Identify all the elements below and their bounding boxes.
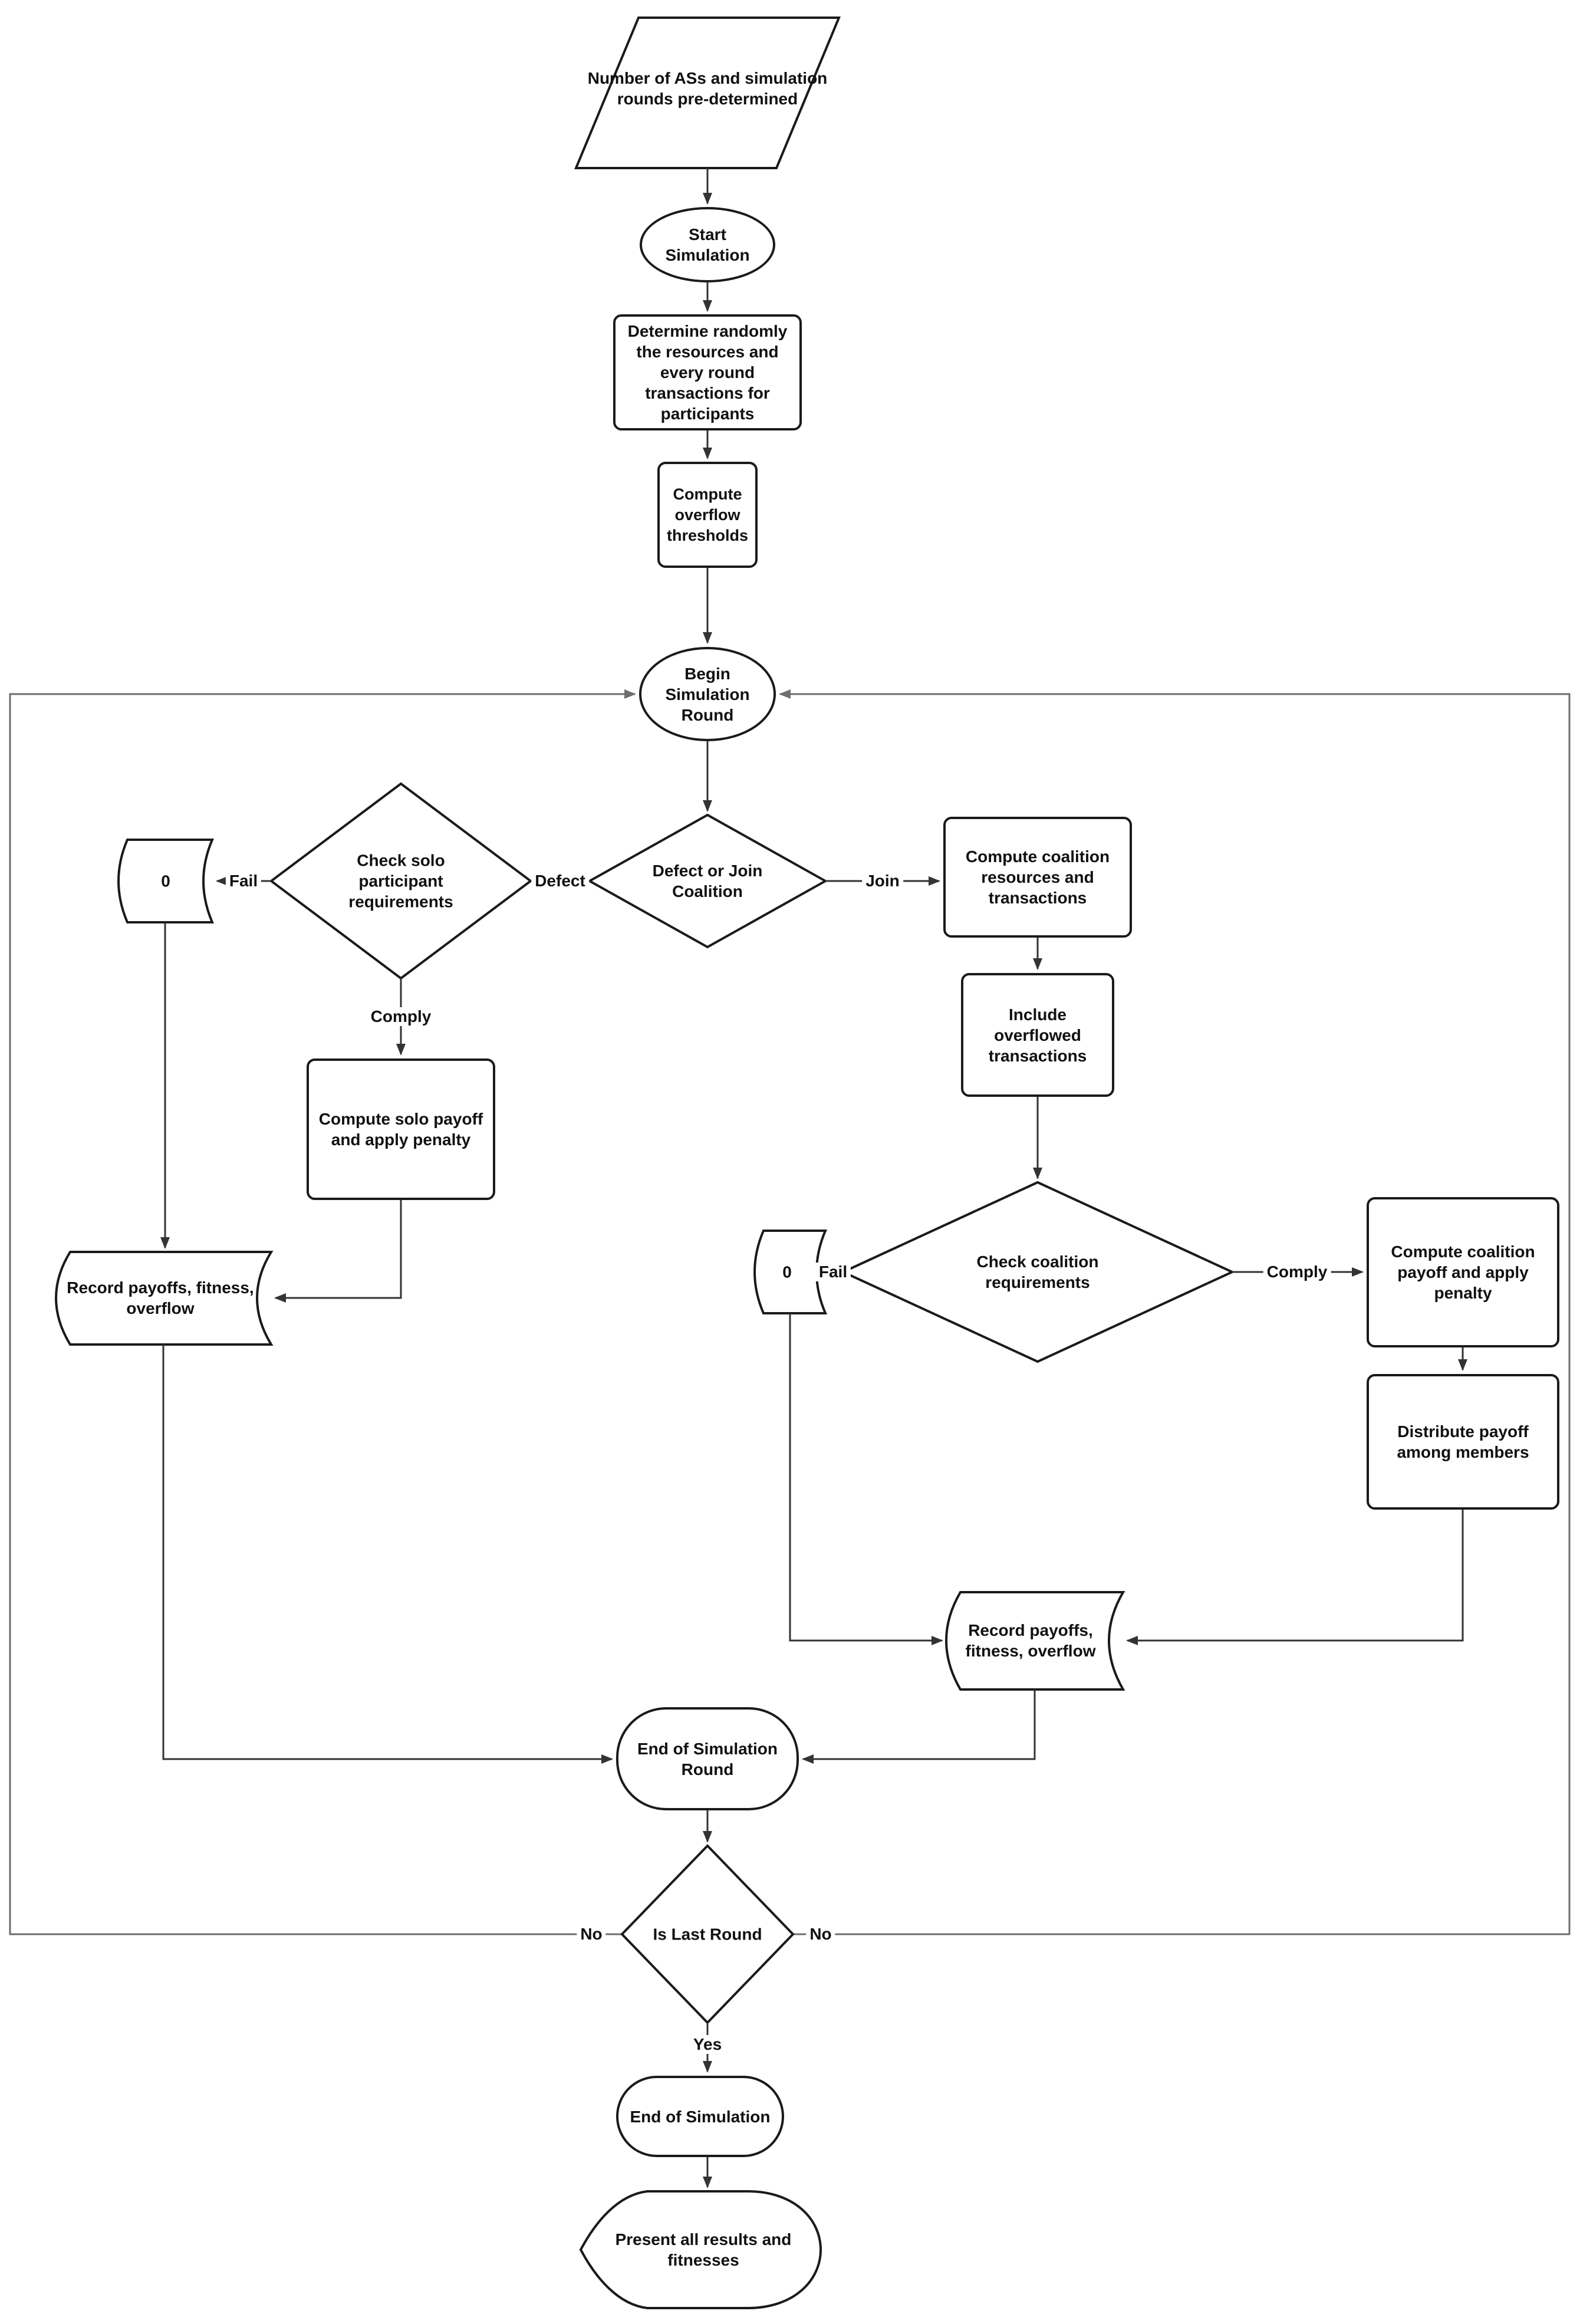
- edge-label-join: Join: [862, 872, 903, 890]
- node-check-solo-label: Check solo participant requirements: [348, 851, 453, 911]
- edge-recordright-endround: [802, 1689, 1036, 1764]
- node-record-right-label: Record payoffs, fitness, overflow: [965, 1621, 1096, 1660]
- node-distribute: Distribute payoff among members: [1367, 1374, 1559, 1510]
- node-zero-right-label: 0: [782, 1263, 792, 1281]
- present-display-shape: [579, 2190, 822, 2309]
- node-record-left-label: Record payoffs, fitness, overflow: [67, 1278, 254, 1317]
- loop-left-line: [9, 689, 636, 1935]
- node-include-overflowed: Include overflowed transactions: [961, 973, 1114, 1097]
- node-end-round: End of Simulation Round: [616, 1707, 799, 1810]
- node-is-last-round-label: Is Last Round: [653, 1925, 762, 1944]
- node-present-label: Present all results and fitnesses: [615, 2230, 792, 2269]
- defect-or-join-diamond: [587, 813, 828, 949]
- zero-left-stored-data: [117, 839, 215, 923]
- edge-label-no-left: No: [577, 1925, 606, 1944]
- node-check-coalition-label: Check coalition requirements: [976, 1253, 1099, 1291]
- loop-right-line: [779, 689, 1571, 1935]
- node-zero-left-label: 0: [161, 872, 170, 890]
- node-overflow-thresholds: Compute overflow thresholds: [657, 462, 758, 568]
- edge-label-no-right: No: [806, 1925, 835, 1944]
- check-coalition-diamond: [840, 1181, 1235, 1363]
- edge-label-comply-left: Comply: [367, 1007, 435, 1026]
- node-predetermined-label: Number of ASs and simulation rounds pre-…: [587, 69, 828, 108]
- edge-label-fail-left: Fail: [225, 872, 262, 890]
- node-coalition-resources: Compute coalition resources and transact…: [943, 817, 1132, 938]
- edge-recordleft-endround: [162, 1345, 613, 1764]
- node-begin-round: Begin Simulation Round: [639, 647, 776, 741]
- node-end-sim: End of Simulation: [616, 2076, 784, 2157]
- node-determine: Determine randomly the resources and eve…: [613, 314, 802, 430]
- edge-label-comply-right: Comply: [1263, 1263, 1331, 1281]
- node-coalition-payoff: Compute coalition payoff and apply penal…: [1367, 1197, 1559, 1347]
- edge-label-defect: Defect: [531, 872, 589, 890]
- record-right-stored-data: [945, 1591, 1125, 1691]
- predetermined-parallelogram: [574, 17, 841, 169]
- edge-solopayoff-record: [274, 1200, 402, 1303]
- zero-right-stored-data: [753, 1230, 828, 1314]
- record-left-stored-data: [55, 1251, 274, 1346]
- node-solo-payoff: Compute solo payoff and apply penalty: [307, 1059, 495, 1200]
- edge-label-fail-right: Fail: [815, 1263, 851, 1281]
- edge-label-yes: Yes: [689, 2035, 726, 2054]
- node-defect-or-join-label: Defect or Join Coalition: [652, 862, 763, 900]
- edge-zeroright-record: [789, 1313, 943, 1645]
- edge-distribute-record: [1126, 1510, 1464, 1645]
- node-start: Start Simulation: [640, 207, 775, 282]
